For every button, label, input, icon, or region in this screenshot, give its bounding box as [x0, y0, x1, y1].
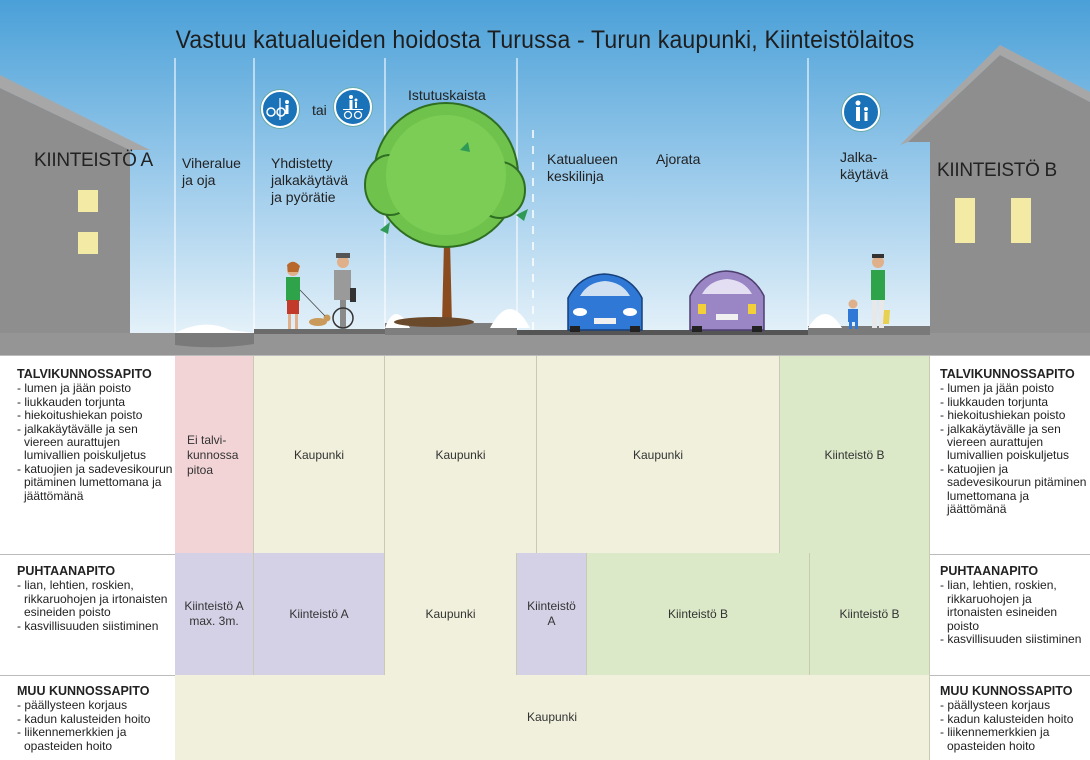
pedestrian-sign-icon [842, 93, 880, 131]
yhdistetty-label: Yhdistetty jalkakäytävä ja pyörätie [271, 155, 348, 206]
talvi-item: jalkakäytävälle ja sen viereen aurattuje… [940, 422, 1090, 463]
pedestrian-adult [871, 254, 890, 328]
window [78, 190, 98, 212]
dog [299, 289, 331, 326]
house-b [900, 45, 1090, 340]
window [1011, 198, 1031, 243]
talvi-heading: TALVIKUNNOSSAPITO [940, 367, 1075, 381]
talvi-right-legend: TALVIKUNNOSSAPITO lumen ja jään poisto l… [930, 367, 1090, 517]
puhtaana-item: lian, lehtien, roskien, rikkaruohojen ja… [17, 579, 175, 619]
muu-cell-all: Kaupunki [175, 675, 930, 760]
talvi-item: hiekoitushiekan poisto [17, 408, 175, 422]
window [955, 198, 975, 243]
street-illustration: tai Vastuu katualueiden hoidosta Turussa… [0, 0, 1090, 355]
talvi-item: lumen ja jään poisto [940, 381, 1090, 395]
bicycle-pedestrian-sign-icon [261, 90, 299, 128]
talvi-item: katuojien ja sadevesikourun pitäminen lu… [17, 462, 175, 503]
puhtaana-cell-istutuskaista: Kaupunki [385, 553, 517, 675]
house-a-label: KIINTEISTÖ A [34, 150, 153, 171]
istutuskaista-label: Istutuskaista [408, 87, 486, 103]
puhtaana-item: kasvillisuuden siistiminen [940, 632, 1090, 646]
muu-row: MUU KUNNOSSAPITO päällysteen korjaus kad… [0, 675, 1090, 760]
sky [0, 0, 1090, 355]
pedestrian-child [848, 299, 858, 329]
cyclist [332, 253, 356, 329]
house-b-label: KIINTEISTÖ B [937, 160, 1057, 181]
puhtaana-cell-keskilinja: Kiinteistö A [517, 553, 587, 675]
talvi-item: hiekoitushiekan poisto [940, 408, 1090, 422]
street-cross-section [0, 0, 1090, 355]
talvi-item: lumen ja jään poisto [17, 381, 175, 395]
puhtaana-heading: PUHTAANAPITO [17, 564, 116, 578]
puhtaana-item: kasvillisuuden siistiminen [17, 619, 175, 633]
yhdistetty-line: jalkakäytävä [271, 172, 349, 188]
puhtaana-cell-pyoratie: Kiinteistö A [254, 553, 385, 675]
puhtaana-heading: PUHTAANAPITO [940, 564, 1039, 578]
muu-item: liikennemerkkien ja opasteiden hoito [940, 726, 1090, 753]
talvi-cell-ajorata: Kaupunki [537, 356, 780, 554]
tai-label: tai [312, 102, 327, 118]
puhtaana-item: lian, lehtien, roskien, rikkaruohojen ja… [940, 579, 1090, 633]
pedestrian-woman [286, 261, 300, 329]
ground [0, 309, 1090, 355]
muu-item: liikennemerkkien ja opasteiden hoito [17, 726, 175, 753]
puhtaana-cell-ajorata: Kiinteistö B [587, 553, 810, 675]
keskilinja-line: keskilinja [547, 168, 604, 184]
muu-item: kadun kalusteiden hoito [17, 712, 175, 726]
blue-car [567, 273, 643, 332]
page-title: Vastuu katualueiden hoidosta Turussa - T… [175, 26, 915, 54]
talvi-cell-jalkakaytava: Kiinteistö B [780, 356, 930, 554]
muu-item: päällysteen korjaus [940, 698, 1090, 712]
ajorata-label: Ajorata [656, 151, 701, 167]
talvi-item: liukkauden torjunta [940, 395, 1090, 409]
puhtaana-cell-jalkakaytava: Kiinteistö B [810, 553, 930, 675]
keskilinja-line: Katualueen [547, 151, 618, 167]
jalkakaytava-line: Jalka- [840, 149, 878, 165]
puhtaana-row: PUHTAANAPITO lian, lehtien, roskien, rik… [0, 553, 1090, 676]
keskilinja-label: Katualueen keskilinja [547, 151, 618, 185]
muu-heading: MUU KUNNOSSAPITO [17, 684, 150, 698]
talvi-cell-pyoratie: Kaupunki [254, 356, 385, 554]
talvi-item: jalkakäytävälle ja sen viereen aurattuje… [17, 422, 175, 463]
talvi-item: liukkauden torjunta [17, 395, 175, 409]
jalkakaytava-line: käytävä [840, 166, 889, 182]
viheralue-label: Viheralue ja oja [182, 155, 241, 189]
yhdistetty-line: Yhdistetty [271, 155, 333, 171]
puhtaana-right-legend: PUHTAANAPITO lian, lehtien, roskien, rik… [930, 564, 1090, 646]
muu-item: kadun kalusteiden hoito [940, 712, 1090, 726]
talvi-item: katuojien ja sadevesikourun pitäminen lu… [940, 462, 1090, 517]
muu-right-legend: MUU KUNNOSSAPITO päällysteen korjaus kad… [930, 684, 1090, 753]
pedestrian-bicycle-sign-icon [334, 88, 372, 126]
puhtaana-left-legend: PUHTAANAPITO lian, lehtien, roskien, rik… [0, 564, 175, 633]
yhdistetty-line: ja pyörätie [271, 189, 336, 205]
muu-item: päällysteen korjaus [17, 698, 175, 712]
purple-car [689, 270, 765, 332]
house-a [0, 75, 150, 340]
muu-heading: MUU KUNNOSSAPITO [940, 684, 1073, 698]
viheralue-line: ja oja [182, 172, 216, 188]
puhtaana-cell-viheralue: Kiinteistö A max. 3m. [175, 553, 254, 675]
talvi-left-legend: TALVIKUNNOSSAPITO lumen ja jään poisto l… [0, 367, 175, 503]
window [78, 232, 98, 254]
viheralue-line: Viheralue [182, 155, 241, 171]
talvi-cell-viheralue: Ei talvi-kunnossa pitoa [175, 356, 254, 554]
jalkakaytava-label: Jalka- käytävä [840, 149, 888, 183]
tree [364, 102, 528, 327]
talvi-row: TALVIKUNNOSSAPITO lumen ja jään poisto l… [0, 355, 1090, 555]
talvi-cell-istutuskaista: Kaupunki [385, 356, 537, 554]
talvi-heading: TALVIKUNNOSSAPITO [17, 367, 152, 381]
muu-left-legend: MUU KUNNOSSAPITO päällysteen korjaus kad… [0, 684, 175, 753]
